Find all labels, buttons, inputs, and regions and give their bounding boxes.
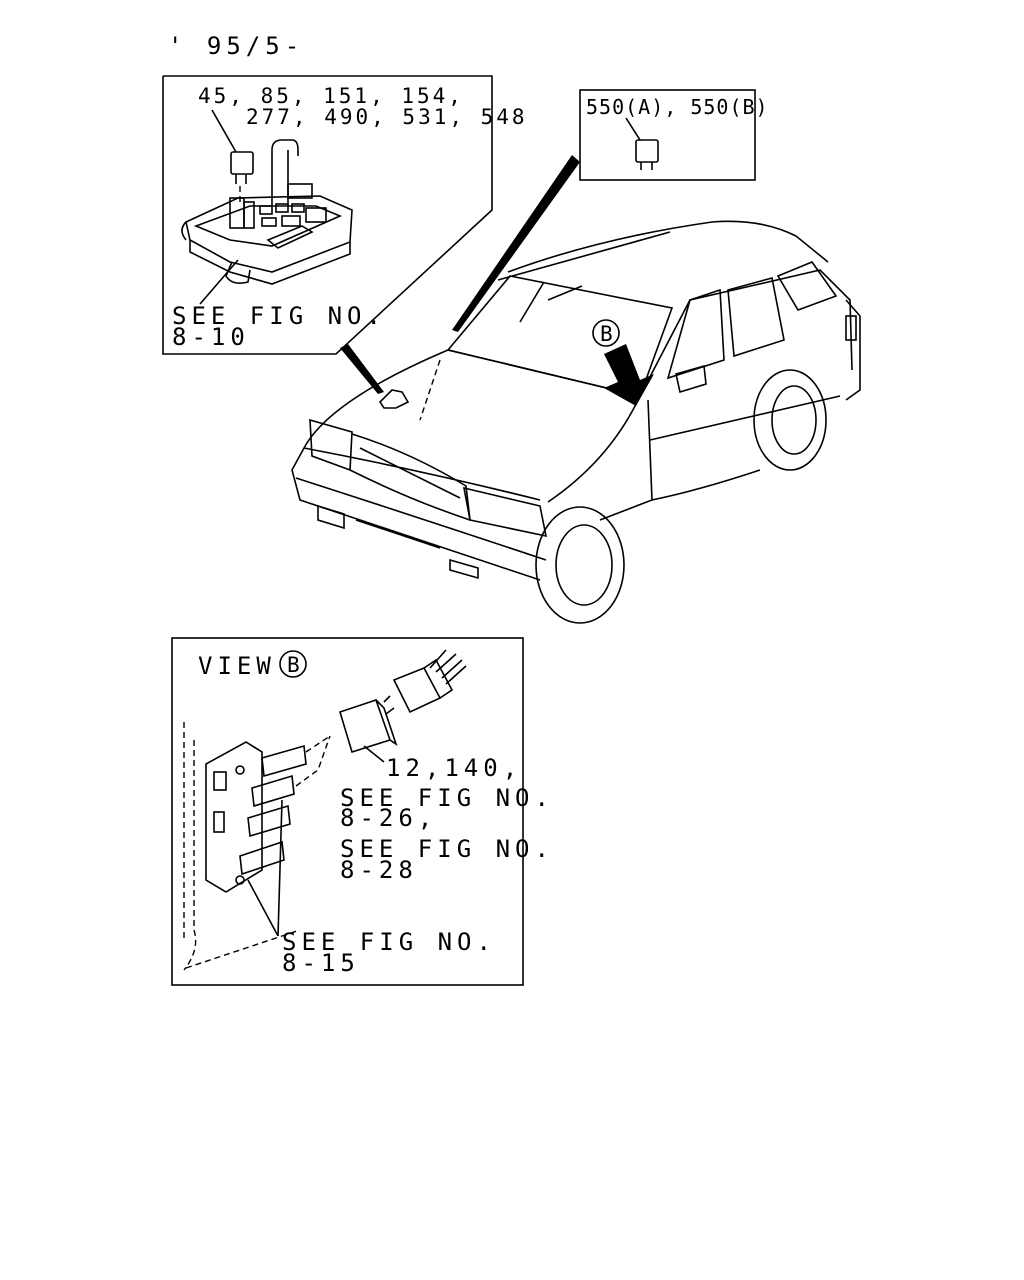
relay-box-illustration — [181, 109, 353, 305]
relay-550-part-numbers: 550(A), 550(B) — [586, 95, 769, 119]
relay-box-ref-line1: SEE FIG NO. — [172, 302, 386, 330]
date-code: ' 95/5- — [168, 32, 305, 60]
view-b-title-marker: B — [287, 653, 300, 677]
view-b-marker-circle — [592, 319, 620, 347]
view-b-ref-c-line1: SEE FIG NO. — [282, 928, 496, 956]
vehicle-illustration — [291, 220, 861, 624]
view-b-ref-a-line2: 8-26, — [340, 804, 438, 832]
view-b-ref-b-line1: SEE FIG NO. — [340, 835, 554, 863]
headlight-left — [309, 418, 353, 472]
view-b-ref-c-line2: 8-15 — [282, 949, 360, 977]
view-b-part-numbers: 12,140, — [386, 754, 523, 782]
headlight-right — [462, 486, 548, 538]
view-b-illustration — [183, 649, 467, 971]
view-b-ref-a-line1: SEE FIG NO. — [340, 784, 554, 812]
relay-box-callout-frame — [162, 75, 493, 355]
relay-box-ref-line2: 8-10 — [172, 323, 250, 351]
relay-box-part-numbers-line2: 277, 490, 531, 548 — [246, 105, 528, 129]
view-b-arrow — [604, 344, 654, 406]
relay-550-callout-frame — [579, 89, 756, 181]
view-b-title: VIEW — [198, 652, 276, 680]
view-b-panel-frame — [171, 637, 524, 986]
callout-pointer-right — [452, 155, 580, 332]
relay-box-part-numbers-line1: 45, 85, 151, 154, — [198, 84, 464, 108]
view-b-marker-letter: B — [600, 322, 613, 346]
view-b-ref-b-line2: 8-28 — [340, 856, 418, 884]
callout-pointer-left — [340, 344, 384, 394]
